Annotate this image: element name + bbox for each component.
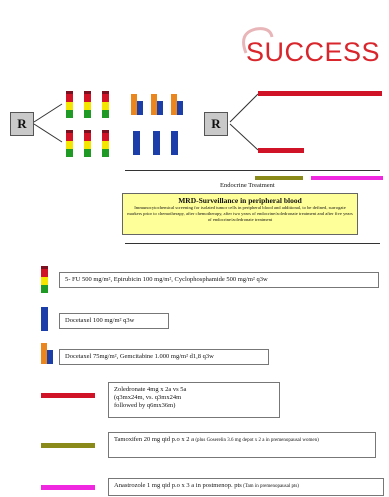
lower-fec-cycle-1-top	[66, 130, 73, 133]
upper-docgem-cycle-2-blue	[157, 101, 163, 115]
mrd-title: MRD-Surveillance in peripheral blood	[178, 196, 302, 205]
lower-fec-cycle-3-top	[102, 130, 109, 133]
upper-fec-cycle-3-red	[102, 94, 109, 102]
tamoxifen-bar	[255, 176, 303, 180]
lower-docetaxel-cycle-1	[133, 131, 140, 155]
legend-tamoxifen-box: Tamoxifen 20 mg qid p.o x 2 a (plus Gose…	[108, 432, 376, 458]
legend-fec-box: 5- FU 500 mg/m², Epirubicin 100 mg/m², C…	[59, 272, 379, 288]
upper-fec-cycle-1-green	[66, 110, 73, 118]
anastrozole-bar	[311, 176, 383, 180]
upper-fec-cycle-2-red	[84, 94, 91, 102]
legend-fec-text: 5- FU 500 mg/m², Epirubicin 100 mg/m², C…	[65, 276, 268, 283]
legend-docetaxel-text: Docetaxel 100 mg/m² q3w	[65, 317, 135, 324]
legend-docgem-swatch-blue	[47, 350, 53, 364]
mrd-surveillance-box: MRD-Surveillance in peripheral blood Imm…	[122, 193, 358, 235]
lower-fec-cycle-3-green	[102, 149, 109, 157]
upper-fec-cycle-3-yellow	[102, 102, 109, 110]
upper-fec-cycle-3-top	[102, 91, 109, 94]
legend-zoledronate-line3: followed by q6mx36m)	[114, 402, 176, 409]
legend-tamoxifen-icon	[41, 443, 95, 448]
lower-fec-cycle-1-red	[66, 133, 73, 141]
lower-fec-cycle-2-yellow	[84, 141, 91, 149]
mrd-body: Immunocytochemical screening for isolate…	[127, 205, 353, 222]
zoledronate-long-bar	[258, 91, 382, 96]
legend-fec-swatch-green	[41, 285, 48, 293]
legend-docgem-box: Docetaxel 75mg/m², Gemcitabine 1.000 mg/…	[59, 349, 269, 365]
upper-docgem-cycle-1-blue	[137, 101, 143, 115]
legend-anastrozole-text: Anastrozole 1 mg qid p.o x 3 a in postme…	[114, 482, 242, 489]
upper-docgem-cycle-3-orange2	[171, 107, 177, 115]
legend-docgem-swatch-orange	[41, 343, 47, 356]
legend-tamoxifen-text: Tamoxifen 20 mg qid p.o x 2 a	[114, 436, 195, 443]
legend-fec-swatch-top	[41, 266, 48, 269]
logo-text: SUCCESS	[246, 37, 381, 67]
endocrine-treatment-label: Endocrine Treatment	[220, 182, 275, 189]
lower-docetaxel-cycle-3	[171, 131, 178, 155]
lower-fec-cycle-2-green	[84, 149, 91, 157]
zoledronate-short-bar	[258, 148, 304, 153]
upper-fec-cycle-1-yellow	[66, 102, 73, 110]
randomization-label: R	[17, 116, 27, 131]
legend-fec-swatch-yellow	[41, 277, 48, 285]
upper-docgem-cycle-2-orange2	[151, 107, 157, 115]
legend-docgem-swatch-orange2	[41, 356, 47, 364]
upper-docgem-cycle-1-orange	[131, 94, 137, 107]
legend-zoledronate-line2: (q3mx24m, vs. q3mx24m	[114, 394, 182, 401]
legend-anastrozole-note: (Tam in premenopausal pts)	[241, 484, 299, 489]
divider-line-2	[125, 243, 380, 244]
lower-fec-cycle-2-red	[84, 133, 91, 141]
lower-fec-cycle-3-yellow	[102, 141, 109, 149]
logo-swirl-icon	[242, 27, 274, 54]
legend-docgem-text: Docetaxel 75mg/m², Gemcitabine 1.000 mg/…	[65, 353, 214, 360]
upper-fec-cycle-3-green	[102, 110, 109, 118]
legend-tamoxifen-note: (plus Goserelin 3.6 mg depot x 2 a in pr…	[194, 438, 319, 443]
upper-fec-cycle-1-top	[66, 91, 73, 94]
upper-fec-cycle-2-top	[84, 91, 91, 94]
lower-fec-cycle-3-red	[102, 133, 109, 141]
legend-fec-swatch-red	[41, 269, 48, 277]
lower-docetaxel-cycle-2	[153, 131, 160, 155]
legend-anastrozole-box: Anastrozole 1 mg qid p.o x 3 a in postme…	[108, 478, 384, 496]
upper-fec-cycle-1-red	[66, 94, 73, 102]
upper-docgem-cycle-3-orange	[171, 94, 177, 107]
upper-fec-cycle-2-green	[84, 110, 91, 118]
lower-fec-cycle-1-green	[66, 149, 73, 157]
legend-zoledronate-box: Zoledronate 4mg x 2a vs 5a (q3mx24m, vs.…	[108, 382, 280, 418]
lower-fec-cycle-1-yellow	[66, 141, 73, 149]
legend-docetaxel-box: Docetaxel 100 mg/m² q3w	[59, 313, 169, 329]
success-logo: SUCCESS	[238, 27, 388, 75]
legend-zoledronate-icon	[41, 393, 95, 398]
legend-docetaxel-icon	[41, 307, 48, 331]
upper-docgem-cycle-3-blue	[177, 101, 183, 115]
upper-docgem-cycle-1-orange2	[131, 107, 137, 115]
randomization-box-left: R	[10, 112, 34, 136]
lower-fec-cycle-2-top	[84, 130, 91, 133]
upper-fec-cycle-2-yellow	[84, 102, 91, 110]
randomization-box-right: R	[204, 112, 228, 136]
legend-anastrozole-icon	[41, 485, 95, 490]
randomization-label-right: R	[211, 116, 221, 131]
legend-zoledronate-line1: Zoledronate 4mg x 2a vs 5a	[114, 386, 187, 393]
divider-line-1	[125, 170, 380, 171]
upper-docgem-cycle-2-orange	[151, 94, 157, 107]
